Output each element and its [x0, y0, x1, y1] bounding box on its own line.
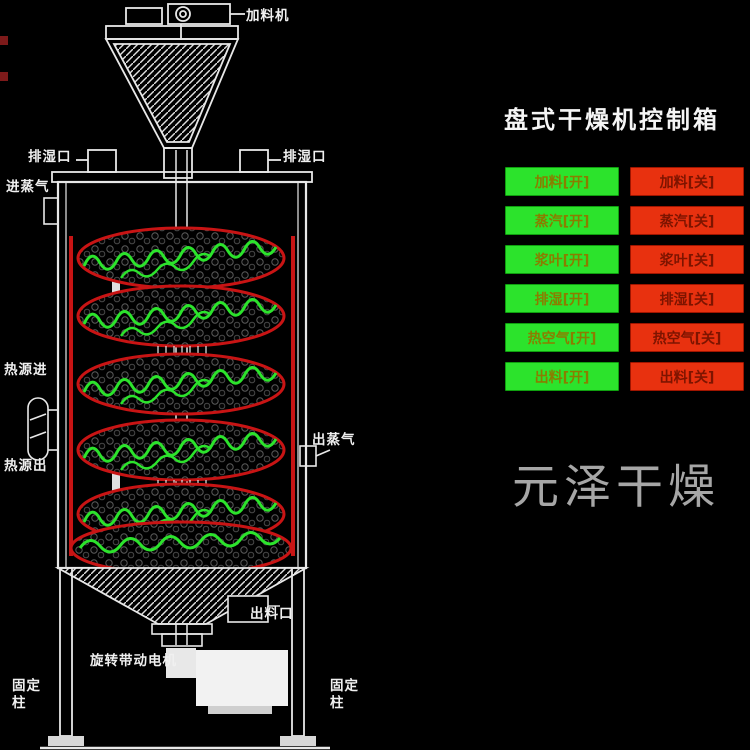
- support-legs: [40, 567, 330, 750]
- watermark-text: 元泽干燥: [512, 460, 720, 515]
- steam-on-button[interactable]: 蒸汽[开]: [505, 206, 619, 235]
- drying-discs: [69, 226, 293, 576]
- label-discharge-port: 出料口: [250, 606, 294, 622]
- drive-assembly: [151, 623, 288, 714]
- discharge-on-button[interactable]: 出料[开]: [505, 362, 619, 391]
- discharge-off-button[interactable]: 出料[关]: [630, 362, 744, 391]
- steam-off-button[interactable]: 蒸汽[关]: [630, 206, 744, 235]
- support-bar: [112, 246, 120, 330]
- hot-air-off-button[interactable]: 热空气[关]: [630, 323, 744, 352]
- steam-outlet-fitting: [299, 445, 331, 467]
- label-steam-inlet: 进蒸气: [6, 179, 50, 195]
- paddle-off-button[interactable]: 浆叶[关]: [630, 245, 744, 274]
- vent-on-button[interactable]: 排湿[开]: [505, 284, 619, 313]
- vent-off-button[interactable]: 排湿[关]: [630, 284, 744, 313]
- label-feeder: 加料机: [246, 8, 290, 24]
- label-heat-source-out: 热源出: [4, 458, 48, 474]
- label-moisture-outlet-right: 排湿口: [283, 149, 327, 165]
- control-panel-title: 盘式干燥机控制箱: [504, 106, 720, 134]
- hot-air-on-button[interactable]: 热空气[开]: [505, 323, 619, 352]
- control-button-grid: 加料[开] 加料[关] 蒸汽[开] 蒸汽[关] 浆叶[开] 浆叶[关] 排湿[开…: [505, 167, 744, 391]
- hopper: [104, 25, 240, 179]
- label-drive-motor: 旋转带动电机: [90, 653, 177, 669]
- label-heat-source-in: 热源进: [4, 362, 48, 378]
- label-fixed-column-right: 固定柱: [330, 678, 359, 711]
- label-fixed-column-left: 固定柱: [12, 678, 41, 711]
- paddle-on-button[interactable]: 浆叶[开]: [505, 245, 619, 274]
- edge-marker: [0, 36, 8, 45]
- edge-marker: [0, 72, 8, 81]
- feeder-assembly: [125, 3, 245, 40]
- heat-exchanger: [27, 397, 58, 461]
- label-steam-outlet: 出蒸气: [312, 432, 356, 448]
- feed-on-button[interactable]: 加料[开]: [505, 167, 619, 196]
- discharge-port: [227, 595, 280, 623]
- plate-dryer-schematic: [0, 3, 331, 750]
- feed-off-button[interactable]: 加料[关]: [630, 167, 744, 196]
- label-moisture-outlet-left: 排湿口: [28, 149, 72, 165]
